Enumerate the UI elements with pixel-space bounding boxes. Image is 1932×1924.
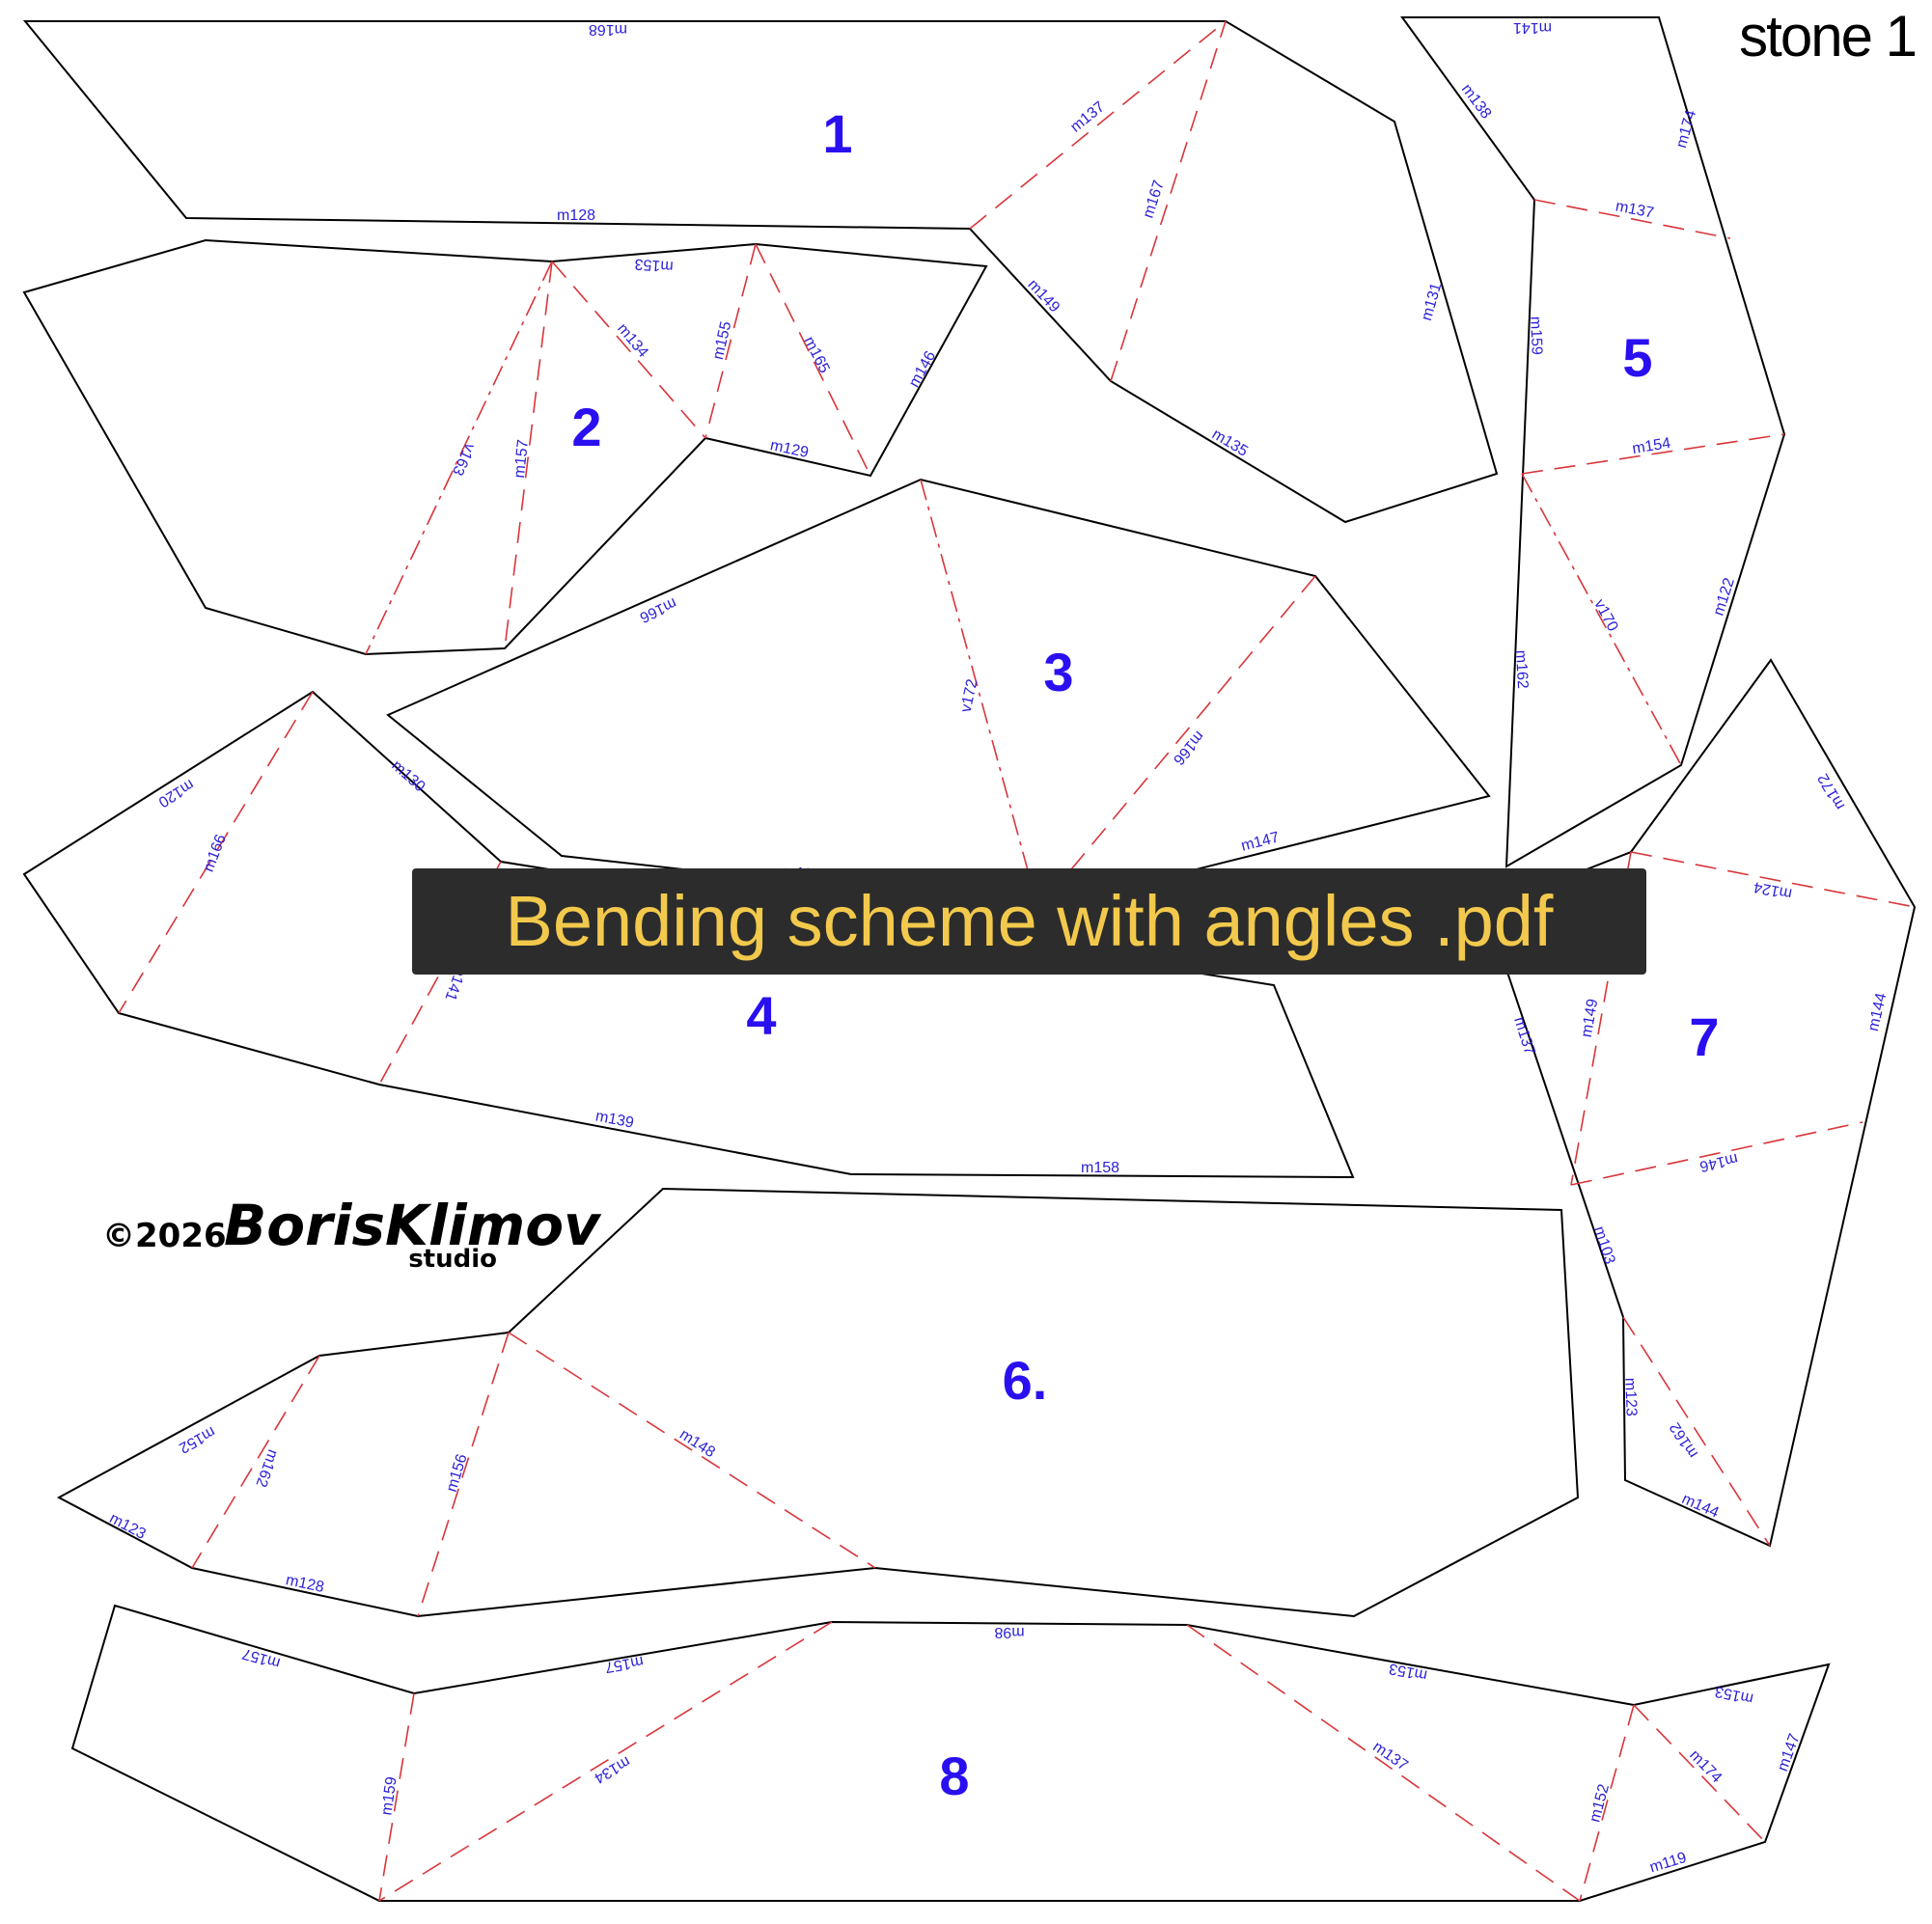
edge-label: m123: [1621, 1378, 1639, 1417]
piece-number: 2: [571, 397, 601, 457]
studio-logo: ©2026 BorisKlimov studio: [102, 1193, 602, 1274]
piece-6: m152 m162 m156 m148 m123 m128 6.: [56, 1187, 1580, 1618]
edge-label: m157: [511, 439, 532, 480]
piece-number: 8: [939, 1745, 969, 1806]
edge-label: m141: [1513, 19, 1552, 36]
edge-label: m162: [1512, 649, 1531, 689]
document-title-banner: Bending scheme with angles .pdf: [412, 868, 1646, 975]
edge-label: m149: [1579, 998, 1602, 1038]
edge-label: m157: [604, 1653, 645, 1676]
edge-label: m159: [378, 1775, 400, 1816]
piece-number: 3: [1043, 642, 1073, 702]
edge-label: m128: [557, 207, 595, 224]
piece-number: 1: [822, 103, 852, 164]
logo-name: BorisKlimov: [224, 1193, 602, 1258]
edge-label: m154: [1631, 435, 1671, 457]
piece-number: 7: [1689, 1006, 1719, 1067]
edge-label: m158: [1081, 1160, 1119, 1176]
logo-prefix: ©2026: [102, 1217, 227, 1255]
piece-2: m153 m134 m155 m165 m146 m129 v163 m157 …: [22, 238, 988, 656]
logo-suffix: studio: [408, 1245, 497, 1274]
edge-label: m98: [994, 1624, 1024, 1640]
piece-8: m157 m157 m98 m153 m153 m159 m134 m137 m…: [70, 1604, 1831, 1902]
edge-label: m153: [634, 256, 674, 275]
edge-label: m168: [589, 21, 627, 38]
piece-number: 4: [746, 985, 776, 1046]
piece-number: 6.: [1003, 1350, 1048, 1411]
piece-number: 5: [1622, 327, 1652, 388]
edge-label: m159: [1527, 316, 1544, 356]
corner-title: stone 1: [1739, 4, 1916, 69]
edge-label: v172: [958, 677, 981, 714]
